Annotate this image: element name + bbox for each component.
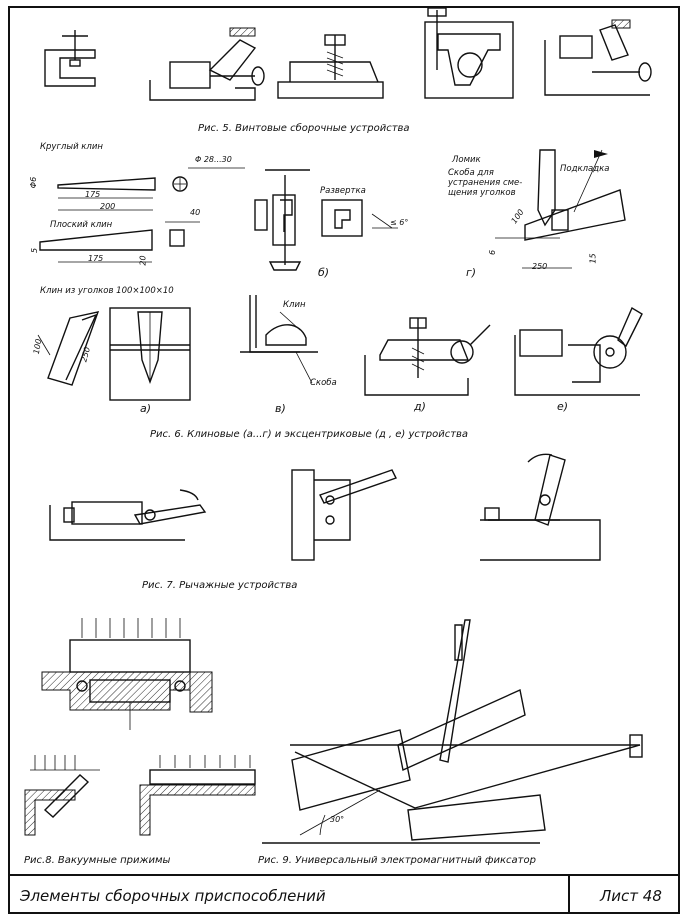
dim-5: 5	[30, 247, 40, 254]
podkladka-label: Подкладка	[560, 164, 610, 174]
round-wedge-label: Круглый клин	[40, 142, 103, 152]
fig9-electromagnetic-fixator	[262, 619, 643, 844]
sheet-number: Лист 48	[600, 887, 662, 905]
dim-angle30: 30°	[330, 815, 345, 824]
sublabel-v: в)	[275, 402, 286, 415]
fig8-vacuum-clamp-angle	[24, 755, 100, 836]
dim-angle6: ≤ 6°	[390, 218, 409, 227]
fig7-lever-clamp-1	[49, 489, 207, 541]
fig6-v-wedge-bracket	[240, 295, 318, 384]
drawing-frame	[8, 6, 680, 914]
fig6-d-eccentric-clamp	[364, 317, 491, 396]
sublabel-a: а)	[140, 402, 152, 415]
lomik-label: Ломик	[452, 155, 481, 165]
fig5-frame-clamp	[424, 7, 514, 99]
dim-15: 15	[588, 253, 598, 264]
skoba-bracket-label: Скоба	[310, 378, 337, 388]
sheet-title: Элементы сборочных приспособлений	[20, 887, 326, 905]
fig6-round-wedge	[57, 167, 245, 211]
fig5-toggle-screw-clamp	[149, 27, 265, 101]
fig6-g-lever-wedge	[495, 149, 626, 269]
fig7-lever-clamp-2	[291, 469, 397, 561]
fig9-caption: Рис. 9. Универсальный электромагнитный ф…	[258, 855, 536, 866]
dim-250a: 250	[532, 262, 548, 271]
fig5-c-clamp	[44, 30, 96, 87]
fig6-flat-wedge	[39, 221, 200, 263]
title-block: Элементы сборочных приспособлений Лист 4…	[8, 874, 680, 916]
skoba-label-line3: щения уголков	[448, 188, 516, 198]
angle-wedge-label: Клин из уголков 100×100×10	[40, 286, 174, 296]
fig6-e-eccentric-clamp	[514, 306, 643, 396]
sublabel-g: г)	[466, 266, 477, 279]
fig8-caption: Рис.8. Вакуумные прижимы	[24, 855, 171, 866]
dim-175b: 175	[88, 254, 104, 263]
fig6-a-angle-wedge	[37, 307, 191, 401]
flat-wedge-label: Плоский клин	[50, 220, 113, 230]
skoba-label-line1: Скоба для	[448, 168, 494, 178]
fig8-vacuum-clamp-right	[139, 755, 256, 836]
skoba-label-line2: устранения сме-	[448, 178, 523, 188]
sublabel-e: е)	[557, 400, 569, 413]
klin-label: Клин	[283, 300, 306, 310]
fig6-caption: Рис. 6. Клиновые (а...г) и эксцентриковы…	[150, 429, 469, 440]
sublabel-b: б)	[318, 266, 330, 279]
sublabel-d: д)	[414, 400, 426, 413]
dim-200: 200	[100, 202, 116, 211]
fig6-b-wedge-clamp	[254, 169, 398, 271]
dim-40: 40	[190, 208, 201, 217]
fig8-vacuum-clamp-main	[41, 618, 213, 730]
sheet-number-cell: Лист 48	[568, 876, 680, 914]
dim-175a: 175	[85, 190, 101, 199]
fig7-caption: Рис. 7. Рычажные устройства	[142, 580, 298, 591]
dim-d28-30: Φ 28...30	[195, 155, 232, 164]
fig5-toggle-lever-clamp	[544, 19, 652, 96]
dim-d6: Φ6	[29, 176, 39, 189]
fig7-lever-clamp-3	[480, 453, 601, 561]
fig5-caption: Рис. 5. Винтовые сборочные устройства	[198, 123, 410, 134]
fig5-bridge-clamp	[277, 34, 384, 99]
dim-6: 6	[488, 249, 498, 256]
razvertka-label: Развертка	[320, 186, 366, 196]
dim-20: 20	[138, 255, 148, 266]
